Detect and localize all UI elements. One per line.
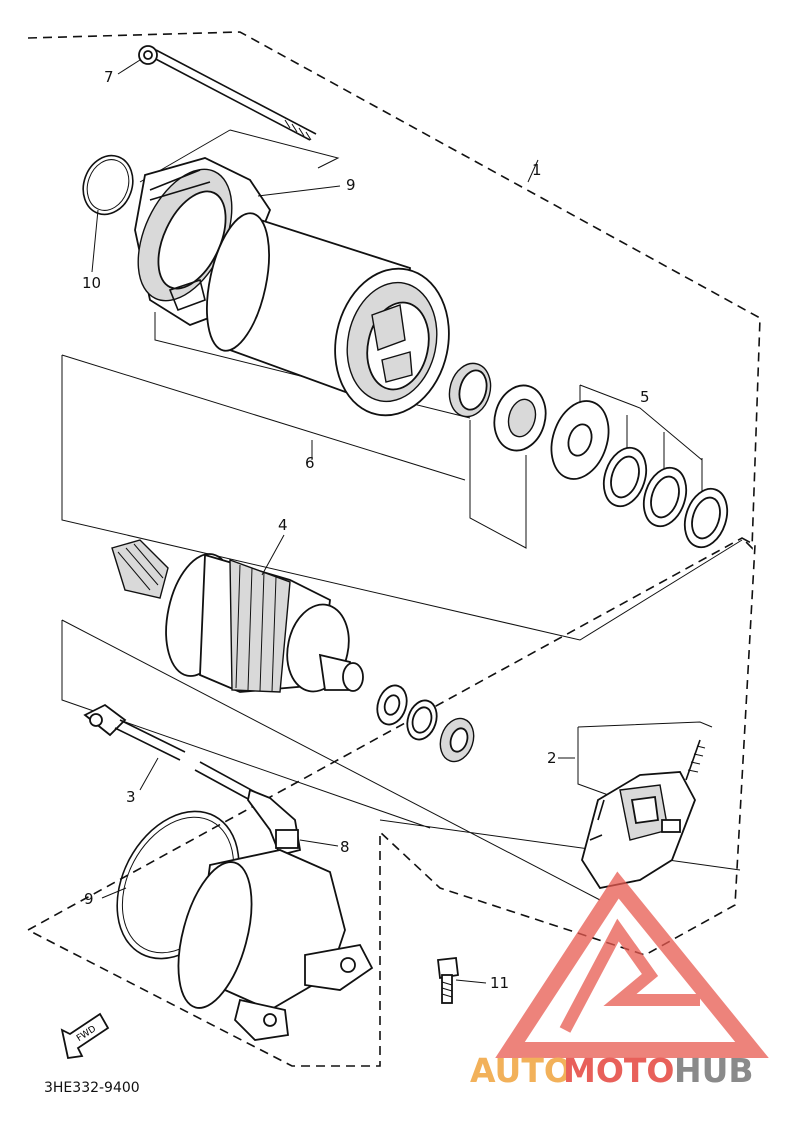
- watermark-brand: AUTO MOTO HUB: [470, 1051, 754, 1090]
- bolt-11: [437, 957, 459, 1004]
- callout-7: 7: [104, 68, 114, 86]
- fwd-direction-arrow: FWD: [60, 1012, 110, 1060]
- cable-8: [194, 761, 302, 857]
- watermark-hub: HUB: [674, 1051, 754, 1090]
- callout-11: 11: [490, 974, 509, 992]
- callout-8: 8: [340, 838, 350, 856]
- group-6-bracket: [61, 354, 743, 641]
- callout-2: 2: [547, 749, 557, 767]
- armature-shims: [376, 684, 475, 763]
- callout-3: 3: [126, 788, 136, 806]
- rear-cover: [177, 849, 374, 1041]
- leader-lines: [91, 59, 575, 984]
- watermark-moto: MOTO: [563, 1051, 674, 1090]
- part-code: 3HE332-9400: [44, 1080, 140, 1096]
- callout-9-lower: 9: [84, 890, 94, 908]
- bearing: [448, 362, 492, 418]
- lead-wire-3: [83, 703, 186, 761]
- armature-4: [111, 539, 364, 693]
- assembly-boundary: [26, 31, 761, 1067]
- through-bolt-7: [138, 45, 317, 141]
- watermark-auto: AUTO: [470, 1051, 572, 1090]
- yoke-housing: [206, 212, 450, 417]
- callout-5: 5: [640, 388, 650, 406]
- callout-9-upper: 9: [346, 176, 356, 194]
- callout-4: 4: [278, 516, 288, 534]
- lower-bracket: [61, 619, 741, 901]
- brush-holder-2: [581, 739, 706, 890]
- oil-seal: [493, 384, 547, 452]
- watermark-logo-icon: [495, 871, 769, 1058]
- callout-6: 6: [305, 454, 315, 472]
- callout-10: 10: [82, 274, 101, 292]
- callout-1: 1: [532, 161, 542, 179]
- washer-set-5: [550, 400, 729, 549]
